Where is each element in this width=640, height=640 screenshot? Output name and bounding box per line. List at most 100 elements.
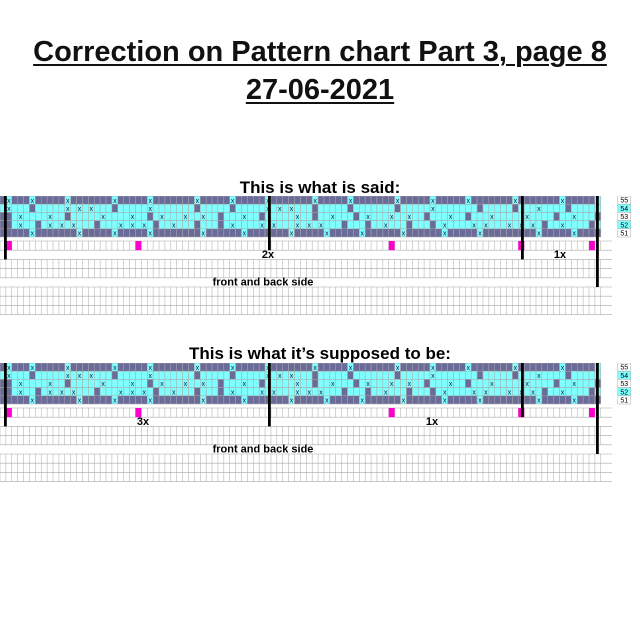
pattern-cell [482,379,490,388]
pattern-cell [235,395,242,405]
pattern-cell [553,379,560,388]
pattern-cell [40,220,48,230]
pattern-cell [46,228,54,238]
stitch-x-mark: x [319,222,323,229]
pattern-cell [158,220,166,230]
pattern-cell [52,395,60,405]
pattern-cell [223,370,230,380]
pattern-cell [523,203,531,213]
pattern-cell [376,203,384,213]
stitch-x-mark: x [402,231,406,238]
pattern-cell [335,220,342,230]
pattern-cell [329,228,336,238]
pattern-cell [88,228,95,238]
stitch-x-mark: x [148,365,152,372]
pattern-cell [258,196,266,205]
stitch-x-mark: x [319,389,323,396]
pattern-cell [353,228,360,238]
pattern-cell [152,220,160,230]
pattern-cell [182,387,189,397]
pattern-cell [76,212,83,221]
pattern-cell [476,196,484,205]
pattern-cell [176,212,183,221]
pattern-cell [182,370,189,380]
pattern-cell [559,370,566,380]
pattern-cell [412,220,419,230]
pattern-cell [141,379,148,388]
pattern-cell [70,203,77,213]
pattern-cell [359,220,366,230]
pattern-cell [435,228,442,238]
marker-cell [5,408,12,418]
pattern-cell [459,395,466,405]
repeat-divider [521,363,524,418]
pattern-cell [512,395,519,405]
pattern-cell [323,196,331,205]
pattern-cell [388,363,395,372]
pattern-cell [294,363,301,372]
pattern-cell [188,212,195,221]
pattern-cell [459,387,466,397]
pattern-cell [311,203,319,213]
pattern-cell [435,379,442,388]
pattern-cell [170,370,177,380]
pattern-cell [276,228,283,238]
pattern-cell [170,203,177,213]
pattern-cell [123,363,130,372]
pattern-cell [176,363,183,372]
pattern-cell [93,370,101,380]
pattern-cell [470,203,478,213]
pattern-cell [423,395,431,405]
marker-cell [589,241,595,251]
pattern-cell [105,220,113,230]
pattern-cell [565,196,572,205]
pattern-cell [147,387,154,397]
pattern-cell [470,196,478,205]
pattern-cell [176,203,183,213]
pattern-cell [152,370,160,380]
pattern-cell [105,379,113,388]
pattern-cell [52,370,60,380]
pattern-cell [129,196,136,205]
pattern-cell [282,228,289,238]
supposed-heading: This is what it’s supposed to be: [189,344,451,363]
pattern-cell [470,228,478,238]
pattern-cell [506,379,513,388]
pattern-cell [370,370,378,380]
stitch-x-mark: x [478,231,482,238]
pattern-cell [588,228,596,238]
pattern-cell [500,220,507,230]
pattern-cell [582,212,590,221]
pattern-cell [35,196,42,205]
pattern-cell [99,196,107,205]
pattern-cell [447,220,454,230]
pattern-cell [270,203,278,213]
pattern-cell [52,228,60,238]
pattern-cell [582,203,590,213]
pattern-cell [541,395,549,405]
pattern-cell [535,387,543,397]
pattern-cell [258,395,266,405]
stitch-x-mark: x [561,222,565,229]
pattern-cell [93,220,101,230]
pattern-cell [359,379,366,388]
pattern-cell [247,363,254,372]
stitch-x-mark: x [60,222,64,229]
pattern-cell [311,387,319,397]
pattern-cell [571,370,578,380]
pattern-cell [341,395,348,405]
pattern-cell [117,363,124,372]
pattern-cell [58,212,66,221]
pattern-cell [82,212,89,221]
pattern-cell [529,363,537,372]
pattern-cell [400,379,407,388]
pattern-cell [188,379,195,388]
pattern-cell [46,196,54,205]
pattern-cell [359,203,366,213]
stitch-x-mark: x [484,389,488,396]
pattern-cell [400,387,407,397]
pattern-cell [152,196,160,205]
pattern-cell [353,363,360,372]
repeat-count-label: 3x [137,416,150,428]
pattern-cell [276,363,283,372]
